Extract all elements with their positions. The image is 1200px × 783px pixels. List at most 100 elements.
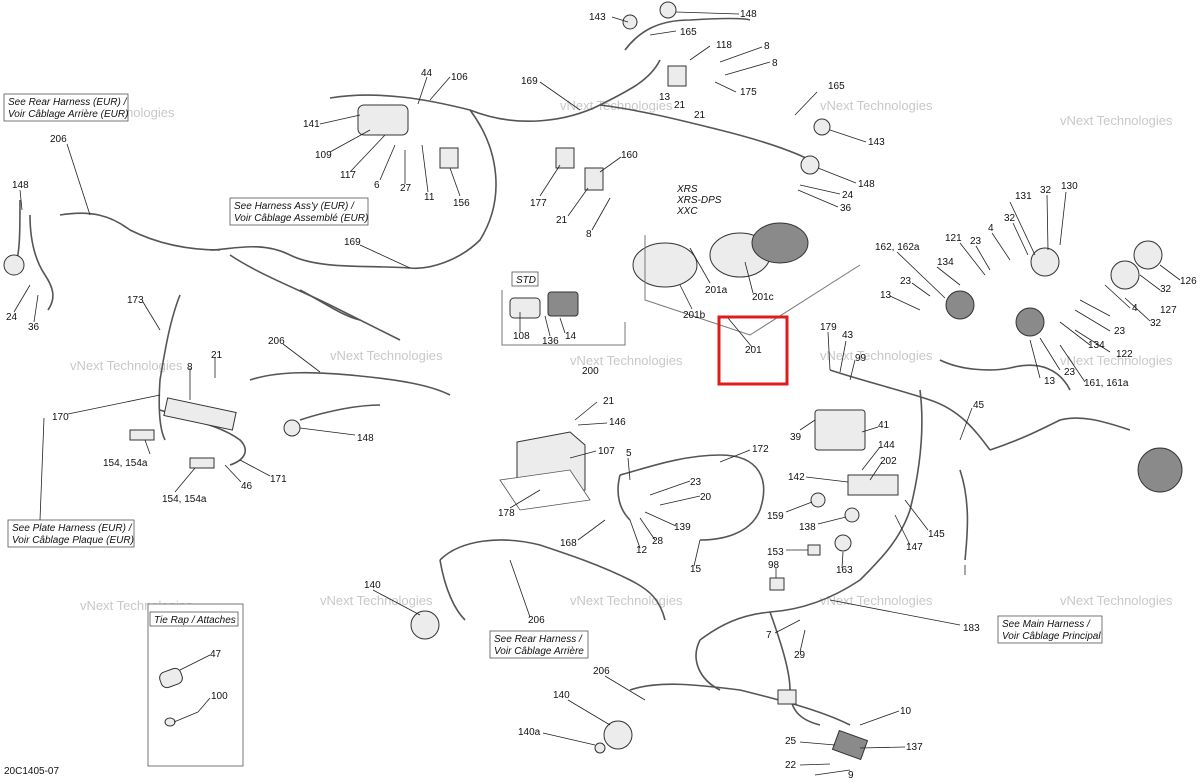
callout: 8 (764, 41, 770, 52)
callout: 139 (674, 522, 691, 533)
callout: 13 (1044, 376, 1056, 387)
callout: 5 (626, 448, 632, 459)
variant-group-line (644, 235, 861, 336)
callout: 142 (788, 472, 805, 483)
callout: 12 (636, 545, 648, 556)
callout: 140 (553, 690, 570, 701)
callout: 143 (868, 137, 885, 148)
callout: 24 (6, 312, 18, 323)
callout: 141 (303, 119, 320, 130)
tie-rap-part (164, 717, 176, 727)
note-box (997, 615, 1103, 644)
callout: 175 (740, 87, 757, 98)
note-box (489, 630, 589, 659)
watermark: vNext Technologies (570, 353, 683, 368)
callout: 98 (768, 560, 780, 571)
callout: 170 (52, 412, 69, 423)
callout: 148 (12, 180, 29, 191)
note-box (511, 271, 539, 287)
callout: 137 (906, 742, 923, 753)
callout: 206 (268, 336, 285, 347)
note-rear-harness-line1: See Rear Harness / (494, 634, 583, 645)
note-harness-assy-eur-line2: Voir Câblage Assemblé (EUR) (234, 213, 368, 224)
callout: 20 (700, 492, 712, 503)
lamp-part (622, 14, 638, 30)
callout: 23 (900, 276, 912, 287)
watermark: vNext Technologies (570, 593, 683, 608)
headlight-part (1030, 247, 1060, 277)
callout: 46 (241, 481, 253, 492)
callout: 161, 161a (1084, 378, 1129, 389)
callout: 24 (842, 190, 854, 201)
connector-part (844, 507, 860, 523)
callout: 165 (828, 81, 845, 92)
callout: 23 (690, 477, 702, 488)
callout: 154, 154a (103, 458, 148, 469)
leader-lines (13, 11, 1181, 776)
note-box (7, 519, 135, 548)
callout: 36 (840, 203, 852, 214)
callout: 11 (424, 192, 435, 203)
lamp-part (813, 118, 831, 136)
std-gauge-part (547, 291, 579, 317)
callout: 147 (906, 542, 923, 553)
note-harness-assy-eur-line1: See Harness Ass'y (EUR) / (234, 201, 355, 212)
callout: 22 (785, 760, 797, 771)
callout: 117 (340, 170, 356, 181)
lamp-part (410, 610, 440, 640)
module-part (831, 729, 869, 761)
callout: 44 (421, 68, 433, 79)
tie-rap-title-box (149, 611, 239, 627)
callout: 127 (1160, 305, 1177, 316)
callout: 21 (674, 100, 686, 111)
callout: 134 (937, 257, 954, 268)
plate-light-part (129, 429, 155, 441)
connector-part (810, 492, 826, 508)
note-rear-harness-eur-line2: Voir Câblage Arrière (EUR) (8, 109, 128, 120)
callout: 21 (211, 350, 223, 361)
callout: 145 (928, 529, 945, 540)
lamp-part (800, 155, 820, 175)
highlight-box (717, 315, 789, 386)
lamp-part (659, 1, 677, 19)
callout: 21 (603, 396, 615, 407)
notes: See Rear Harness (EUR) / Voir Câblage Ar… (3, 93, 1103, 767)
variant-std: STD (516, 275, 536, 286)
callout: 138 (799, 522, 816, 533)
callout: 23 (970, 236, 982, 247)
harness-wires (14, 17, 1131, 726)
std-gauge-bezel-part (509, 297, 541, 319)
callout: 13 (659, 92, 671, 103)
callout: 159 (767, 511, 784, 522)
bracket-part (584, 167, 604, 191)
callout: 122 (1116, 349, 1133, 360)
callout: 153 (767, 547, 784, 558)
watermark: vNext Technologies (70, 358, 183, 373)
callout: 126 (1180, 276, 1197, 287)
battery-pad-part (499, 469, 591, 511)
plate-bracket-part (163, 397, 237, 431)
callout: 32 (1150, 318, 1162, 329)
callout: 134 (1088, 340, 1105, 351)
note-rear-harness-eur-line1: See Rear Harness (EUR) / (8, 97, 128, 108)
headlight-part (1110, 260, 1140, 290)
watermark: vNext Technologies (330, 348, 443, 363)
callout: 206 (593, 666, 610, 677)
switch-part (555, 147, 575, 169)
connector-part (834, 534, 852, 552)
callout: 15 (690, 564, 702, 575)
watermark: vNext Technologies (560, 98, 673, 113)
callout: 25 (785, 736, 797, 747)
callout: 27 (400, 183, 412, 194)
connector-part (769, 577, 785, 591)
headlight-part (1133, 240, 1163, 270)
connector-part (807, 544, 821, 556)
callout: 160 (621, 150, 638, 161)
fuse-box-part (814, 409, 866, 451)
callout: 154, 154a (162, 494, 207, 505)
callout: 156 (453, 198, 470, 209)
watermark: vNext Technologies (1060, 593, 1173, 608)
callout: 162, 162a (875, 242, 920, 253)
